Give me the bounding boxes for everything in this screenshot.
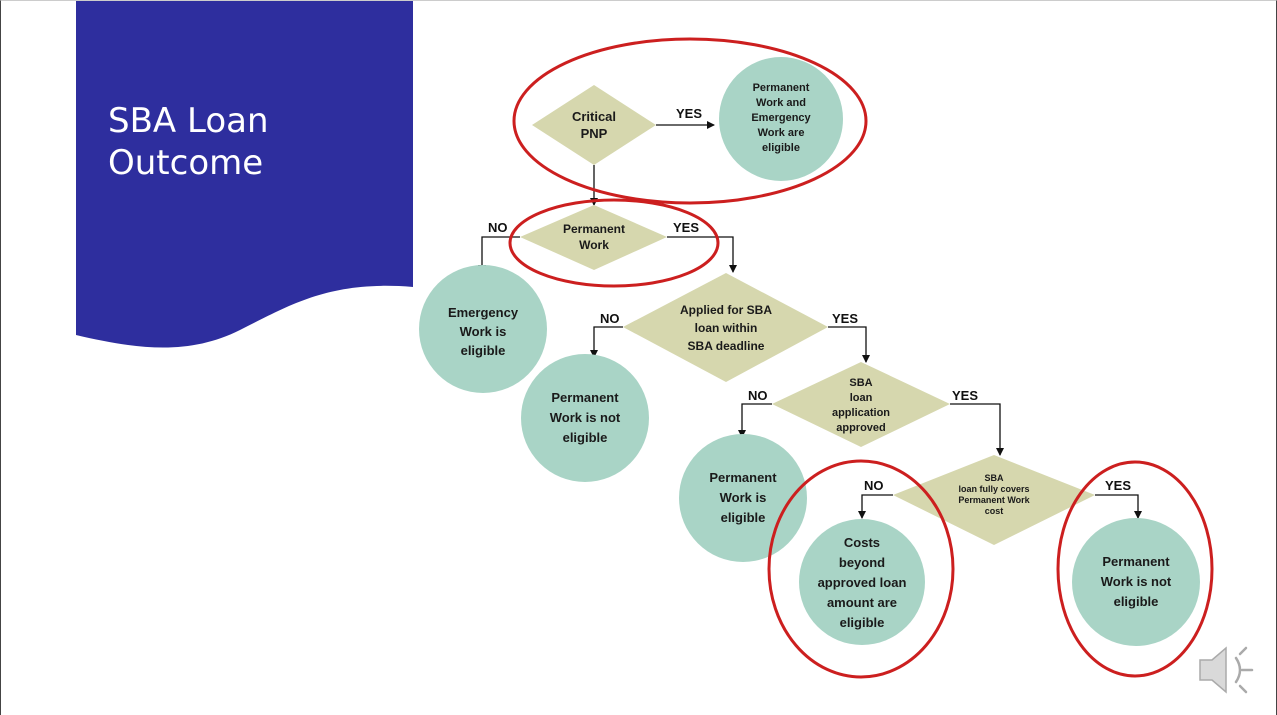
page-title: SBA Loan Outcome — [108, 101, 269, 183]
edge-label-applied-yes: YES — [832, 311, 859, 326]
sba-covers-label: SBA loan fully covers Permanent Work cos… — [958, 473, 1030, 516]
outcome-pw-ew-eligible-label: Permanent Work and Emergency Work are el… — [751, 81, 811, 154]
highlight-pw-not-eligible — [1056, 460, 1214, 678]
connectors — [478, 121, 1142, 519]
decision-critical-pnp — [532, 85, 656, 165]
applied-sba-label: Applied for SBA loan within SBA deadline — [680, 303, 772, 353]
edge-label-permanent-yes: YES — [673, 220, 700, 235]
edge-label-approved-yes: YES — [952, 388, 979, 403]
critical-pnp-label: Critical PNP — [571, 109, 617, 141]
decision-permanent-work — [520, 205, 667, 270]
outcome-ew-eligible-label: Emergency Work is eligible — [447, 304, 519, 358]
edge-label-covers-no: NO — [864, 478, 884, 493]
edge-label-permanent-no: NO — [488, 220, 508, 235]
outcome-pw-ew-eligible — [719, 57, 843, 181]
sba-approved-label: SBA loan application approved — [831, 377, 891, 434]
outcome-pw-not-eligible-1-label: Permanent Work is not eligible — [549, 390, 621, 445]
decision-sba-covers — [893, 455, 1095, 545]
outcome-pw-eligible-label: Permanent Work is eligible — [709, 470, 777, 525]
edge-label-covers-yes: YES — [1105, 478, 1132, 493]
outcome-costs-beyond-label: Costs beyond approved loan amount are el… — [817, 535, 907, 630]
outcome-pw-not-eligible-2-label: Permanent Work is not eligible — [1100, 554, 1172, 609]
outcome-ew-eligible — [419, 265, 547, 393]
decision-applied-sba — [623, 273, 828, 382]
outcome-pw-not-eligible-1 — [521, 354, 649, 482]
permanent-work-label: Permanent Work — [562, 222, 626, 252]
outcome-pw-not-eligible-2 — [1072, 518, 1200, 646]
highlight-permanent-work — [508, 198, 720, 288]
edge-label-critical-yes: YES — [676, 106, 703, 121]
edge-label-applied-no: NO — [600, 311, 620, 326]
decision-sba-approved — [772, 362, 950, 447]
speaker-icon[interactable] — [1196, 640, 1260, 700]
outcome-costs-beyond — [799, 519, 925, 645]
highlight-costs-beyond — [767, 459, 955, 679]
edge-label-approved-no: NO — [748, 388, 768, 403]
highlight-critical-pnp — [512, 37, 868, 205]
title-band — [76, 0, 413, 348]
